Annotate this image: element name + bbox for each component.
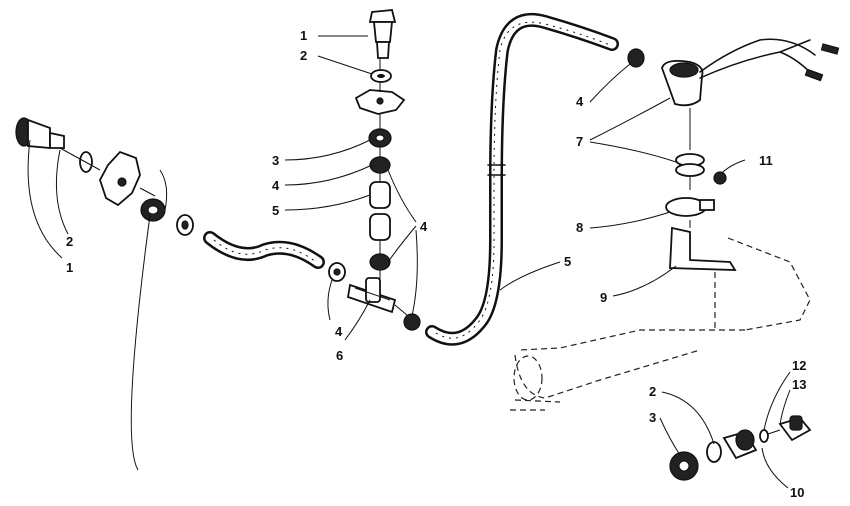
left-fitting-group <box>15 117 194 236</box>
clamp-part <box>176 214 194 236</box>
callout-2: 2 <box>66 234 73 249</box>
callout-12: 12 <box>792 358 806 373</box>
left-hose <box>203 231 325 269</box>
band-clamp-part <box>665 197 715 217</box>
callout-2: 2 <box>649 384 656 399</box>
callout-3: 3 <box>649 410 656 425</box>
fuel-pump-part <box>661 38 840 150</box>
callout-3: 3 <box>272 153 279 168</box>
callout-2: 2 <box>300 48 307 63</box>
tee-fitting-part <box>346 277 397 314</box>
callout-1: 1 <box>300 28 307 43</box>
callouts: 1 2 3 4 5 4 4 6 5 4 7 8 9 11 2 1 12 13 2… <box>66 28 806 500</box>
clamp-part-2 <box>328 262 346 282</box>
callout-9: 9 <box>600 290 607 305</box>
long-hose <box>425 12 619 346</box>
callout-4: 4 <box>272 178 280 193</box>
callout-4: 4 <box>420 219 428 234</box>
chassis-outline <box>510 237 811 411</box>
bracket-part <box>669 220 737 271</box>
callout-11: 11 <box>759 153 773 168</box>
callout-1: 1 <box>66 260 73 275</box>
callout-5: 5 <box>564 254 571 269</box>
center-stack <box>354 9 406 280</box>
spring-clamp-part <box>675 153 705 190</box>
callout-7: 7 <box>576 134 583 149</box>
drain-knob-part <box>15 117 65 149</box>
callout-5: 5 <box>272 203 279 218</box>
callout-8: 8 <box>576 220 583 235</box>
lower-right-assembly <box>669 415 812 481</box>
callout-13: 13 <box>792 377 806 392</box>
lock-nut-part <box>713 171 727 185</box>
callout-6: 6 <box>336 348 343 363</box>
callout-10: 10 <box>790 485 804 500</box>
leader-lines <box>27 35 791 489</box>
callout-4: 4 <box>335 324 343 339</box>
callout-4: 4 <box>576 94 584 109</box>
hex-nut-part <box>140 198 166 222</box>
clamp-part-3 <box>403 313 421 331</box>
clamp-part-4 <box>627 48 645 68</box>
